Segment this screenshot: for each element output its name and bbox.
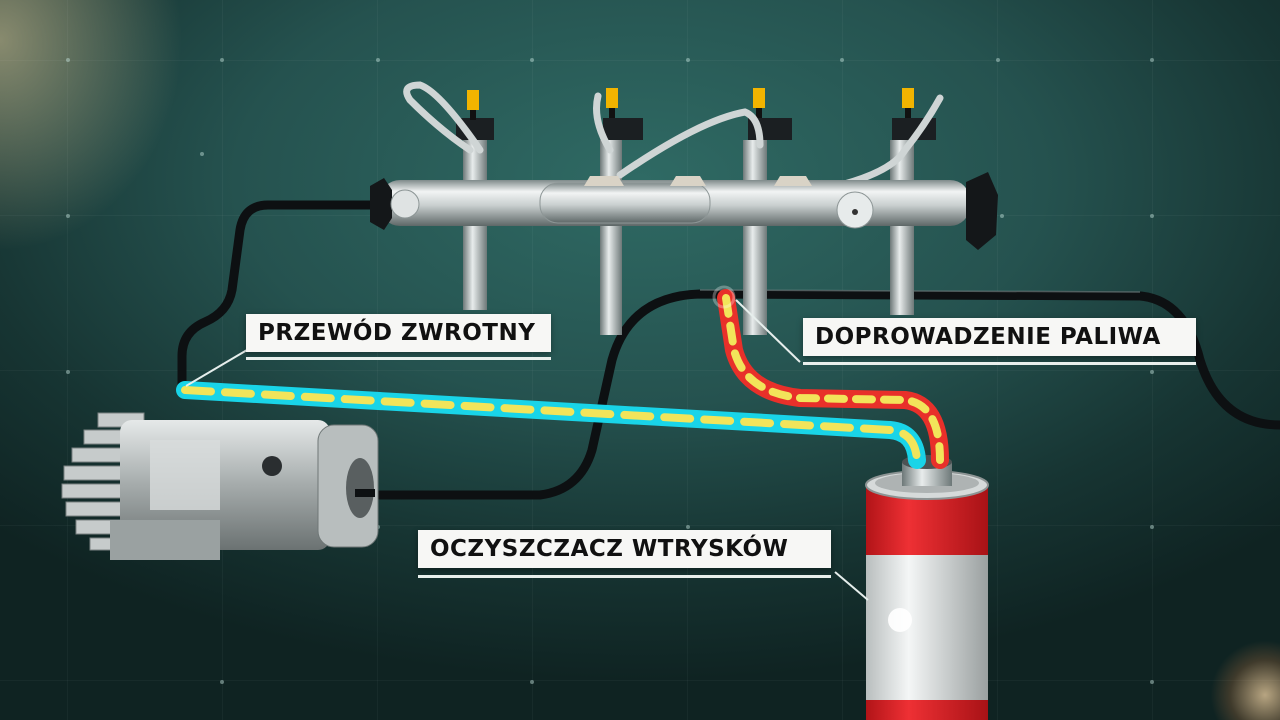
return-flow-line [176,381,926,469]
supply-hose-black [367,289,1280,500]
label-fuel-supply: DOPROWADZENIE PALIWA [803,318,1196,356]
label-return-line: PRZEWÓD ZWROTNY [246,314,551,352]
label-fuel-supply-underline [803,362,1196,365]
label-injector-cleaner: OCZYSZCZACZ WTRYSKÓW [418,530,831,568]
fuel-pump [61,412,379,560]
cleaner-canister [865,455,989,720]
label-injector-cleaner-underline [418,575,831,578]
fuel-rail [370,172,998,250]
return-hose-black [177,200,377,393]
callout-leaders [185,299,869,601]
label-return-line-underline [246,357,551,360]
injector-4 [890,88,936,315]
supply-flow-line [717,289,949,469]
